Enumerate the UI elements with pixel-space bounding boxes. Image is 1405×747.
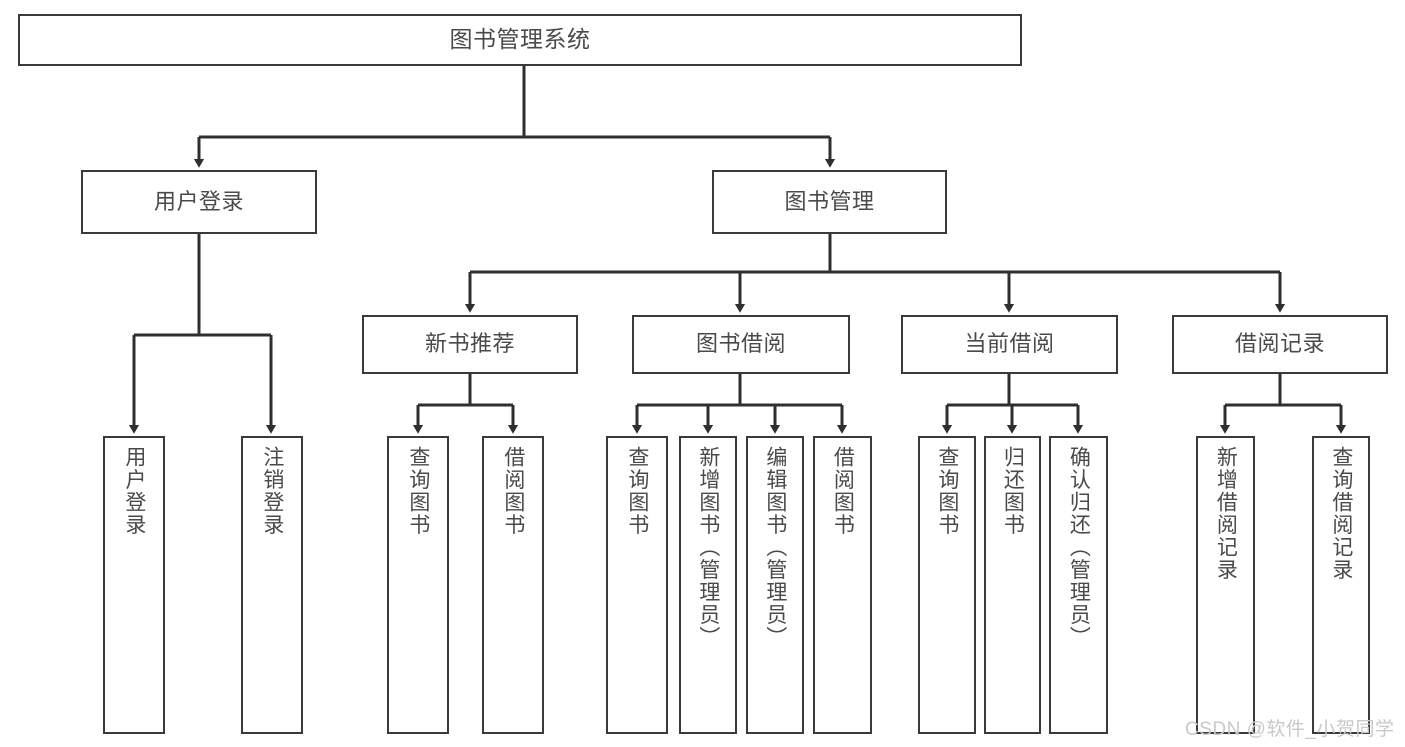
leaf-confirm-return-admin[interactable]: 确认归还（管理员） [1049, 436, 1108, 734]
leaf-edit-book-admin-label: 编辑图书（管理员） [763, 446, 787, 649]
leaf-user-login[interactable]: 用户登录 [103, 436, 165, 734]
leaf-edit-book-admin[interactable]: 编辑图书（管理员） [746, 436, 804, 734]
leaf-query-book-recommend[interactable]: 查询图书 [387, 436, 449, 734]
node-user-login[interactable]: 用户登录 [81, 170, 317, 234]
leaf-return-book-label: 归还图书 [1001, 446, 1025, 536]
node-current-borrow[interactable]: 当前借阅 [901, 315, 1118, 374]
leaf-query-book[interactable]: 查询图书 [606, 436, 668, 734]
node-new-book-recommend[interactable]: 新书推荐 [362, 315, 578, 374]
node-new-book-recommend-label: 新书推荐 [424, 331, 515, 357]
leaf-logout-label: 注销登录 [260, 446, 284, 536]
leaf-query-book-label: 查询图书 [625, 446, 649, 536]
leaf-add-borrow-record[interactable]: 新增借阅记录 [1196, 436, 1255, 734]
leaf-borrow-book-recommend[interactable]: 借阅图书 [482, 436, 544, 734]
leaf-confirm-return-admin-label: 确认归还（管理员） [1067, 446, 1091, 649]
leaf-borrow-book-recommend-label: 借阅图书 [501, 446, 525, 536]
leaf-return-book[interactable]: 归还图书 [984, 436, 1041, 734]
node-user-login-label: 用户登录 [153, 188, 244, 214]
leaf-query-borrow-record[interactable]: 查询借阅记录 [1312, 436, 1370, 734]
leaf-query-book-current-label: 查询图书 [935, 446, 959, 536]
leaf-borrow-book[interactable]: 借阅图书 [813, 436, 872, 734]
node-book-management-label: 图书管理 [784, 188, 875, 214]
leaf-add-book-admin-label: 新增图书（管理员） [696, 446, 720, 649]
node-borrow-record[interactable]: 借阅记录 [1172, 315, 1388, 374]
node-root[interactable]: 图书管理系统 [18, 14, 1022, 66]
node-current-borrow-label: 当前借阅 [964, 331, 1055, 357]
leaf-logout[interactable]: 注销登录 [241, 436, 303, 734]
leaf-borrow-book-label: 借阅图书 [831, 446, 855, 536]
leaf-add-borrow-record-label: 新增借阅记录 [1214, 446, 1238, 581]
leaf-query-borrow-record-label: 查询借阅记录 [1329, 446, 1353, 581]
leaf-query-book-recommend-label: 查询图书 [406, 446, 430, 536]
leaf-user-login-label: 用户登录 [122, 446, 146, 536]
leaf-query-book-current[interactable]: 查询图书 [918, 436, 976, 734]
node-book-borrow[interactable]: 图书借阅 [632, 315, 850, 374]
leaf-add-book-admin[interactable]: 新增图书（管理员） [679, 436, 737, 734]
node-book-borrow-label: 图书借阅 [695, 331, 786, 357]
node-borrow-record-label: 借阅记录 [1234, 331, 1325, 357]
node-root-label: 图书管理系统 [449, 26, 591, 53]
node-book-management[interactable]: 图书管理 [712, 170, 947, 234]
